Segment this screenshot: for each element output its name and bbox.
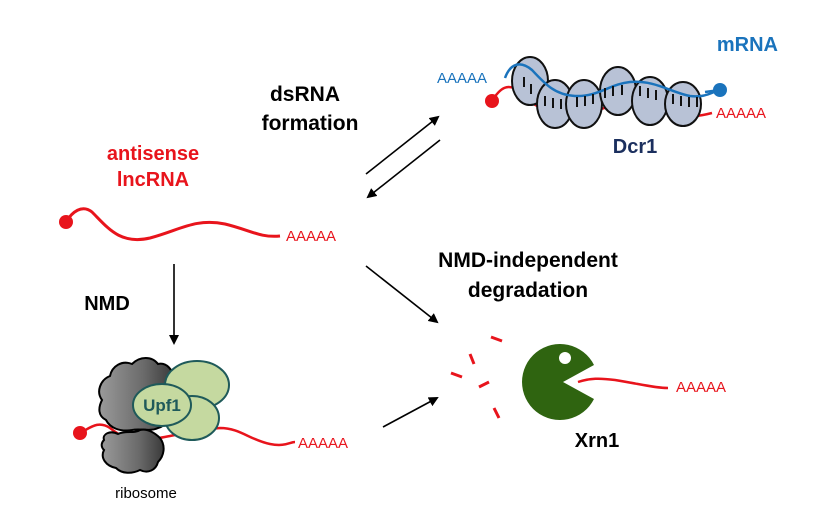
dsrna-formation-edge: dsRNA formation [262,83,441,199]
xrn1-node: AAAAA Xrn1 [450,335,726,452]
nmd-complex-node: Upf1 AAAAA ribosome [73,357,348,502]
nmd-independent-label-line2: degradation [468,279,588,302]
antisense-label-line1: antisense [107,143,199,165]
arrow-nmd-to-xrn1 [382,397,439,428]
dsrna-mrna-strand [503,63,721,98]
nmd-independent-edge: NMD-independent degradation [365,249,618,324]
nmd-independent-label-line1: NMD-independent [438,249,618,272]
nmd-lncrna-cap [73,426,87,440]
xrn1-label: Xrn1 [575,430,619,452]
ribosome-label: ribosome [115,485,177,502]
dcr1-label: Dcr1 [613,136,657,158]
rna-fragments [450,335,503,419]
dsrna-label-line1: dsRNA [270,83,340,106]
arrow-to-xrn1 [365,265,439,324]
base-pair-ticks [523,77,698,109]
xrn1-eye [559,352,571,364]
xrn1-polya-tail: AAAAA [676,379,726,396]
arrow-to-dsrna [365,115,440,175]
nmd-polya-tail: AAAAA [298,435,348,452]
upf1-label: Upf1 [143,396,181,415]
lncrna-polya-tail: AAAAA [286,228,336,245]
antisense-lncrna-node: antisense lncRNA AAAAA [59,143,336,245]
lncrna-strand [64,207,281,241]
mrna-5prime-cap [713,83,727,97]
dsrna-complex-node: mRNA AAAAA [437,34,778,158]
dsrna-label-line2: formation [262,112,359,135]
dcr1-subunit [664,81,702,127]
ribosome-small-subunit [100,428,165,474]
arrow-from-dsrna [366,139,441,199]
nmd-edge: NMD [84,264,179,345]
antisense-label-line2: lncRNA [117,169,189,191]
xrn1-pacman [522,344,594,420]
dcr1-proteins [511,56,702,129]
mrna-label: mRNA [717,34,778,56]
xrn1-substrate-strand [577,377,669,390]
mrna-polya-tail: AAAAA [437,70,487,87]
dsrna-antisense-cap [485,94,499,108]
lncrna-5prime-cap [59,215,73,229]
nmd-label: NMD [84,293,130,315]
upf1-protein [132,383,192,427]
dsrna-antisense-polya: AAAAA [716,105,766,122]
